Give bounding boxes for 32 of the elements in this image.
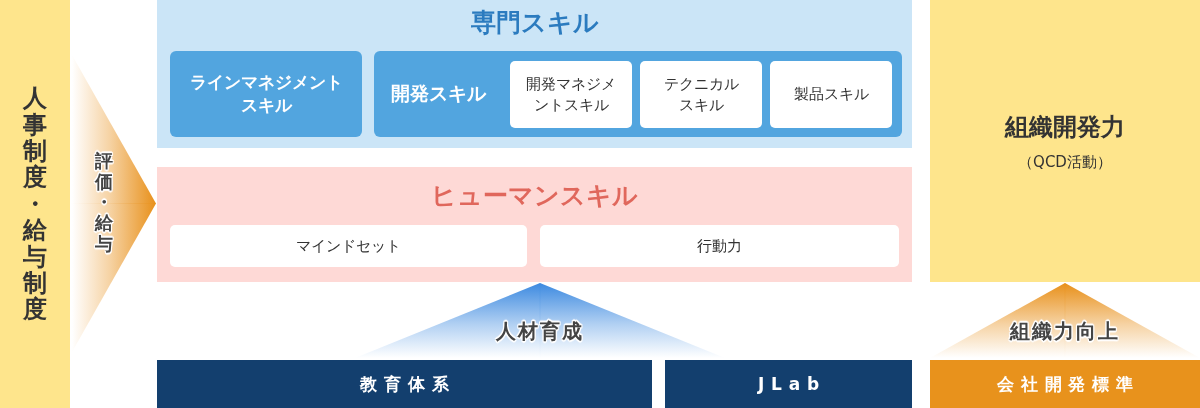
panel-title: 組織開発力	[1005, 111, 1125, 143]
skill-card	[170, 51, 362, 137]
skill-card	[170, 225, 527, 267]
skill-group-panel	[374, 51, 902, 137]
skill-card	[640, 61, 762, 128]
foundation-bar	[665, 360, 912, 408]
skill-label: 製品スキル	[793, 84, 869, 105]
edge-label: 組織力向上	[1010, 317, 1120, 345]
bar-label: 会社開発標準	[996, 372, 1140, 396]
edge-label: 評価・給与	[95, 151, 113, 255]
skill-panel	[157, 0, 912, 148]
skill-panel	[157, 167, 912, 282]
panel-title: ヒューマンスキル	[431, 180, 638, 212]
vertical-heading: 人事制度・給与制度	[23, 85, 47, 323]
panel-subtitle: （QCD活動）	[1018, 152, 1112, 172]
side-panel	[0, 0, 70, 408]
skill-label: 行動力	[697, 235, 742, 257]
panel-title: 専門スキル	[470, 7, 599, 39]
skill-card	[510, 61, 632, 128]
skill-card	[540, 225, 899, 267]
edge-label: 人材育成	[496, 317, 584, 345]
skill-label: ラインマネジメントスキル	[188, 71, 344, 117]
bar-label: 教育体系	[359, 372, 456, 396]
skill-label: マインドセット	[296, 235, 401, 257]
foundation-bar	[157, 360, 652, 408]
bar-label: JLab	[756, 374, 826, 394]
skill-label: 開発マネジメントスキル	[525, 74, 617, 115]
skill-card	[770, 61, 892, 128]
skill-label: テクニカルスキル	[662, 74, 740, 115]
side-panel	[930, 0, 1200, 282]
foundation-bar	[930, 360, 1200, 408]
group-title: 開発スキル	[391, 81, 486, 106]
